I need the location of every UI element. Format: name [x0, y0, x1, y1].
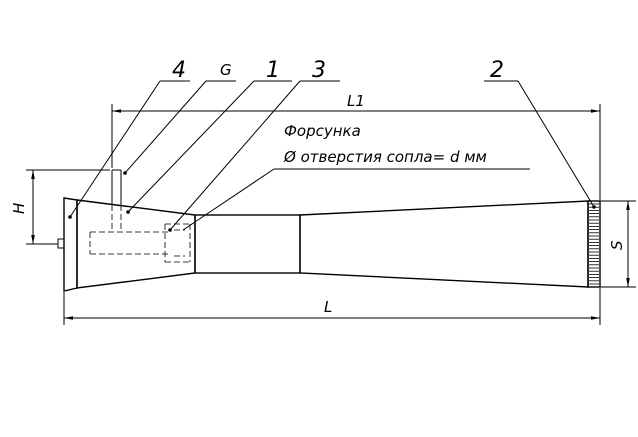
throat-section	[194, 214, 301, 274]
dimension-label-s: S	[608, 240, 626, 250]
outlet-hatching	[589, 203, 599, 285]
part-label-2: 2	[490, 58, 504, 83]
outlet-flange	[587, 200, 601, 288]
part-label-4: 4	[172, 58, 186, 83]
note-injector-title: Форсунка	[284, 122, 361, 140]
dimension-label-h: H	[10, 203, 28, 214]
dimension-lines	[26, 104, 636, 325]
left-inlet-pipe	[57, 238, 65, 249]
part-label-3: 3	[312, 58, 326, 83]
note-nozzle-diameter: Ø отверстия сопла= d мм	[283, 148, 487, 166]
part-label-1: 1	[266, 58, 280, 83]
leader-lines	[68, 80, 596, 232]
converging-cone	[76, 199, 196, 289]
nozzle-body	[63, 197, 601, 292]
inlet-flange	[63, 197, 78, 292]
dimension-label-l1: L1	[347, 92, 365, 110]
injector-hidden	[89, 223, 191, 263]
diffuser	[299, 200, 589, 288]
part-label-g: G	[220, 61, 232, 79]
dimension-label-l: L	[324, 298, 332, 316]
gas-inlet-pipe	[111, 169, 122, 232]
